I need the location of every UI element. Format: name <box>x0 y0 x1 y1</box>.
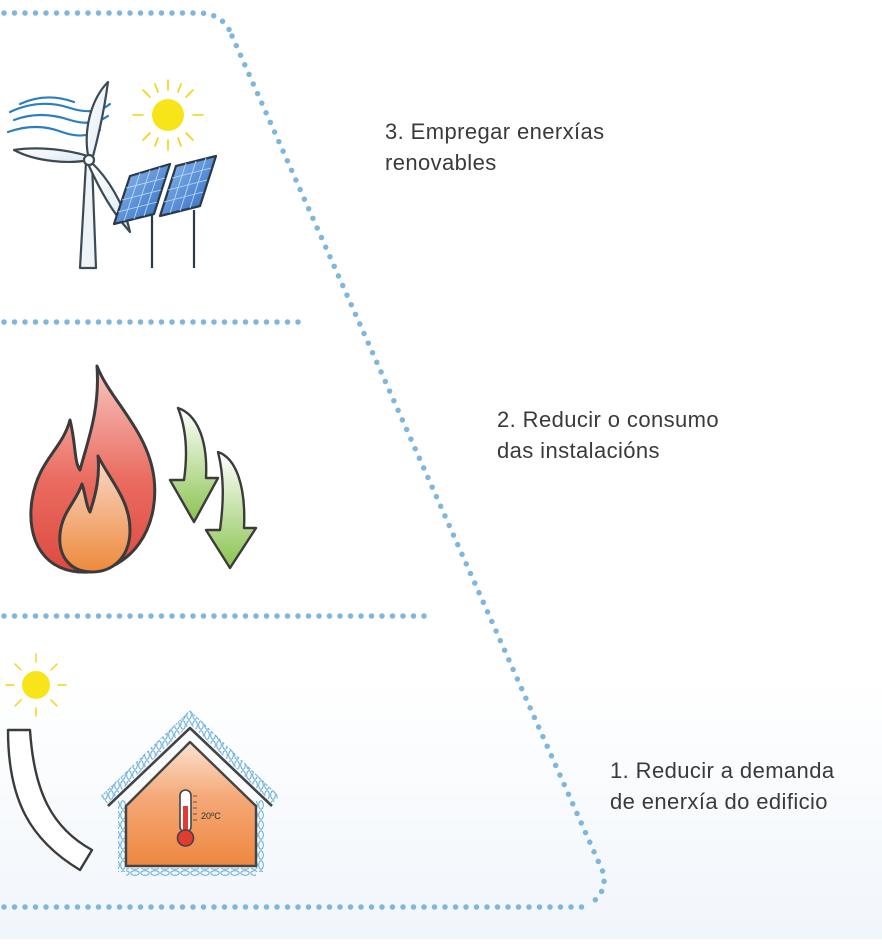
level-3-label: 3. Empregar enerxías renovables <box>385 116 605 178</box>
solar-panel-icon <box>112 154 218 268</box>
level-1-label-line-2: de enerxía do edificio <box>610 789 828 814</box>
level-3-label-line-1: 3. Empregar enerxías <box>385 119 605 144</box>
wind-turbine-solar-panels-icon <box>6 79 218 270</box>
pyramid-dotted-outline <box>1 10 607 910</box>
flame-icon <box>29 364 157 574</box>
house-icon: 20ºC <box>100 710 280 876</box>
level-3-label-line-2: renovables <box>385 150 497 175</box>
sun-icon <box>132 79 204 151</box>
level-1-label: 1. Reducir a demanda de enerxía do edifi… <box>610 755 834 817</box>
pyramid-top-edge <box>1 10 235 39</box>
down-arrow-icon <box>168 406 258 570</box>
thermometer-icon <box>176 789 197 847</box>
heat-deflection-arrow-icon <box>6 728 94 872</box>
level-2-label-line-2: das instalacións <box>497 438 660 463</box>
flame-reduction-arrows-icon <box>29 364 258 574</box>
wind-turbine-icon <box>12 80 132 270</box>
insulated-house-sun-icon: 20ºC <box>5 653 280 876</box>
pyramid-diagonal-edge <box>229 33 607 907</box>
level-2-label-line-1: 2. Reducir o consumo <box>497 407 719 432</box>
level-2-label: 2. Reducir o consumo das instalacións <box>497 404 719 466</box>
level-1-label-line-1: 1. Reducir a demanda <box>610 758 835 783</box>
temperature-label: 20ºC <box>201 811 221 821</box>
small-sun-icon <box>5 653 67 717</box>
